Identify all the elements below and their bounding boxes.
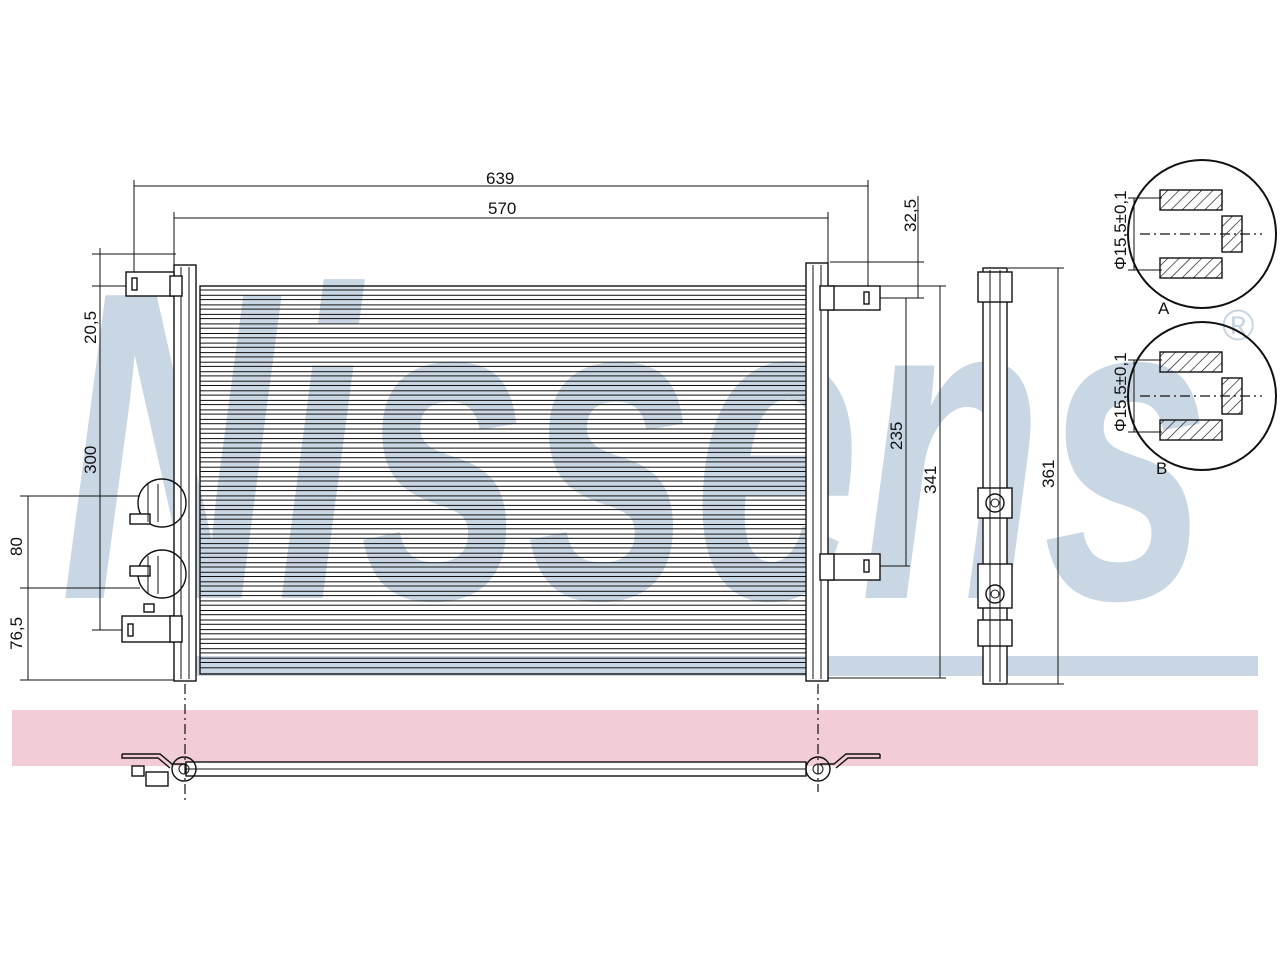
dim-top-offset: 20,5: [81, 311, 100, 344]
bottom-view: [121, 753, 881, 787]
dim-bracket-spacing: 235: [887, 422, 906, 450]
side-view: [977, 267, 1013, 685]
refrigerant-port-upper: [129, 478, 187, 528]
detail-a-label: A: [1158, 299, 1170, 318]
detail-b-label: B: [1156, 459, 1167, 478]
right-header-tank: [805, 262, 829, 682]
dim-core-width: 570: [488, 199, 516, 218]
brand-band: [12, 710, 1258, 766]
dim-overall-width: 639: [486, 169, 514, 188]
dim-side-height: 361: [1039, 460, 1058, 488]
dim-port-diameter-2: Φ15,5±0,1: [1111, 352, 1130, 432]
watermark-underline: [186, 656, 1258, 676]
mounting-bracket-bottom-right: [819, 553, 881, 581]
mounting-bracket-top-left: [125, 271, 183, 297]
detail-a-port-section: A: [1127, 159, 1277, 318]
dim-bracket-offset: 32,5: [901, 199, 920, 232]
dim-core-height: 341: [921, 466, 940, 494]
dim-port-spacing: 80: [7, 537, 26, 556]
dimension-lines: [20, 180, 1162, 685]
mounting-bracket-bottom-left: [121, 615, 183, 643]
dim-bottom-offset: 76,5: [7, 617, 26, 650]
detail-b-port-section: B: [1127, 321, 1277, 478]
left-header-tank: [173, 264, 197, 682]
refrigerant-port-lower: [129, 549, 187, 613]
watermark-text: Nissens: [60, 201, 1210, 692]
dim-left-height: 300: [81, 446, 100, 474]
mounting-bracket-top-right: [819, 285, 881, 311]
dim-port-diameter-1: Φ15,5±0,1: [1111, 190, 1130, 270]
